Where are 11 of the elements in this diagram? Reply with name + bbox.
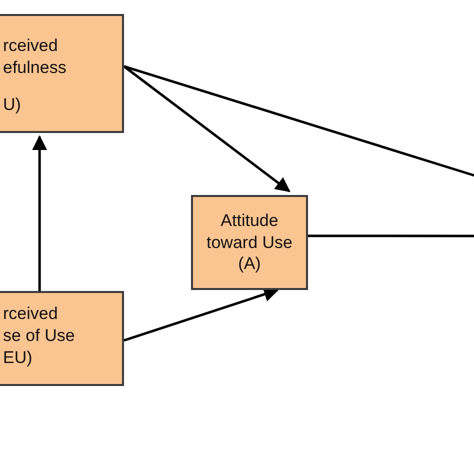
arrow bbox=[32, 135, 48, 291]
box-label: U) bbox=[3, 94, 21, 116]
box-label: (A) bbox=[238, 253, 261, 276]
arrow bbox=[123, 65, 290, 192]
process-box bbox=[0, 14, 124, 133]
box-label: rceived se of Use bbox=[3, 303, 76, 346]
process-box bbox=[191, 195, 308, 290]
box-label: rceived efulness bbox=[3, 35, 66, 78]
process-box bbox=[0, 291, 124, 386]
box-label: Attitude toward Use bbox=[206, 210, 294, 254]
box-label: EU) bbox=[3, 346, 32, 368]
